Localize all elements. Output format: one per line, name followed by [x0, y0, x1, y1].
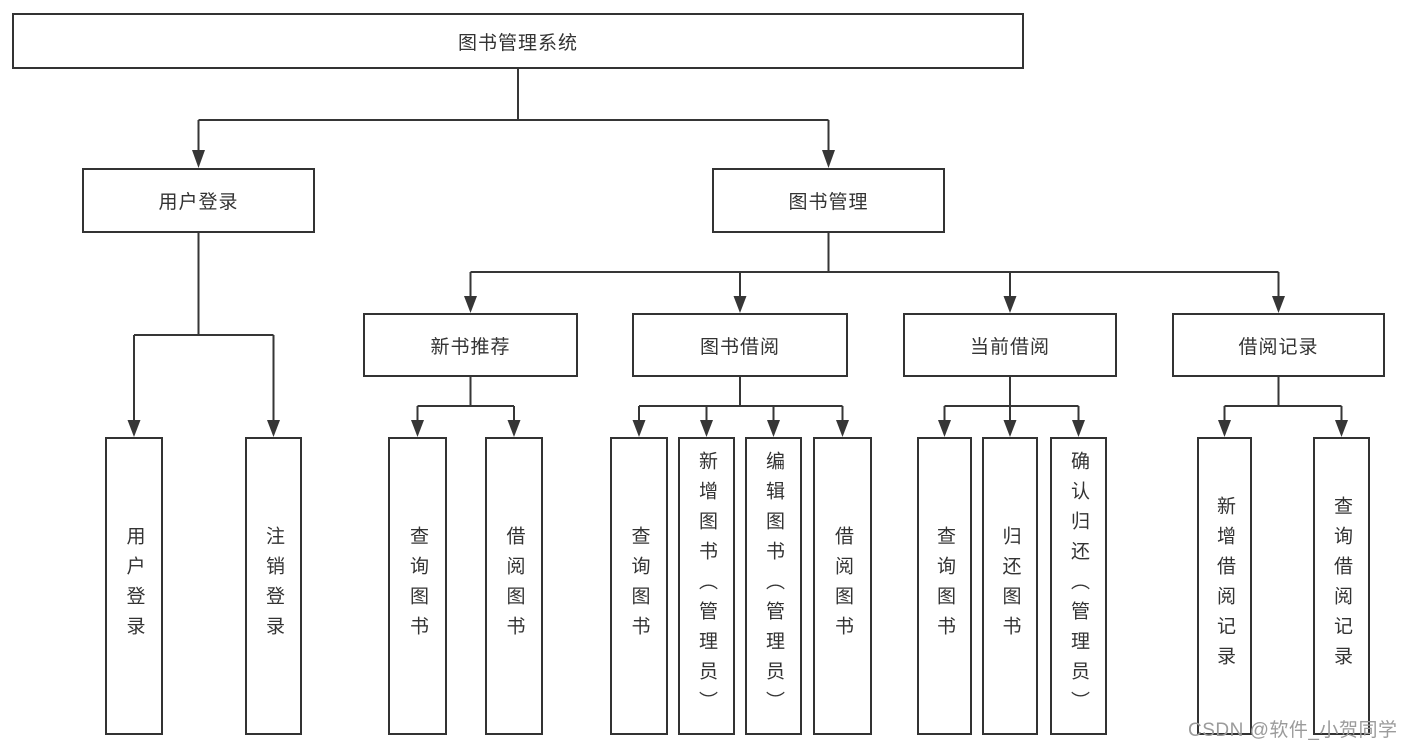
leaf-borrow-books-borrowing-label: 借阅图书	[832, 526, 853, 646]
leaf-query-books-borrowing-label: 查询图书	[628, 526, 650, 646]
node-current-borrowing-label: 当前借阅	[969, 336, 1050, 358]
leaf-logout: 注销登录	[245, 437, 302, 735]
node-borrow-records: 借阅记录	[1172, 313, 1385, 377]
node-new-book-recommend: 新书推荐	[363, 313, 578, 377]
leaf-user-login-label: 用户登录	[123, 526, 145, 646]
leaf-borrow-books-borrowing: 借阅图书	[813, 437, 872, 735]
node-user-login-label: 用户登录	[158, 192, 239, 213]
node-root: 图书管理系统	[12, 13, 1024, 69]
leaf-add-borrow-record-label: 新增借阅记录	[1214, 496, 1235, 676]
arrowhead-icons	[127, 150, 1348, 437]
leaf-borrow-books-recommend: 借阅图书	[485, 437, 543, 735]
leaf-query-books-current-label: 查询图书	[934, 526, 955, 646]
node-book-borrowing-label: 图书借阅	[699, 336, 780, 358]
node-book-borrowing: 图书借阅	[632, 313, 848, 377]
leaf-confirm-return-admin: 确认归还（管理员）	[1050, 437, 1107, 735]
node-current-borrowing: 当前借阅	[903, 313, 1117, 377]
leaf-return-book-label: 归还图书	[999, 526, 1021, 646]
leaf-logout-label: 注销登录	[263, 526, 284, 646]
leaf-query-borrow-record-label: 查询借阅记录	[1331, 496, 1352, 676]
leaf-query-books-current: 查询图书	[917, 437, 972, 735]
node-book-management: 图书管理	[712, 168, 945, 233]
csdn-watermark: CSDN @软件_小贺同学	[1188, 720, 1398, 741]
node-user-login: 用户登录	[82, 168, 315, 233]
leaf-edit-book-admin: 编辑图书（管理员）	[745, 437, 802, 735]
leaf-user-login: 用户登录	[105, 437, 163, 735]
leaf-add-borrow-record: 新增借阅记录	[1197, 437, 1252, 735]
leaf-add-book-admin: 新增图书（管理员）	[678, 437, 735, 735]
leaf-edit-book-admin-label: 编辑图书（管理员）	[763, 451, 784, 721]
node-book-management-label: 图书管理	[788, 192, 869, 213]
node-root-label: 图书管理系统	[457, 32, 578, 54]
leaf-query-books-recommend: 查询图书	[388, 437, 447, 735]
leaf-query-books-borrowing: 查询图书	[610, 437, 668, 735]
leaf-add-book-admin-label: 新增图书（管理员）	[696, 451, 717, 721]
node-borrow-records-label: 借阅记录	[1238, 336, 1319, 358]
leaf-return-book: 归还图书	[982, 437, 1038, 735]
leaf-confirm-return-admin-label: 确认归还（管理员）	[1068, 451, 1089, 721]
leaf-query-books-recommend-label: 查询图书	[407, 526, 428, 646]
leaf-query-borrow-record: 查询借阅记录	[1313, 437, 1370, 735]
node-new-book-recommend-label: 新书推荐	[430, 336, 511, 358]
leaf-borrow-books-recommend-label: 借阅图书	[503, 526, 525, 646]
